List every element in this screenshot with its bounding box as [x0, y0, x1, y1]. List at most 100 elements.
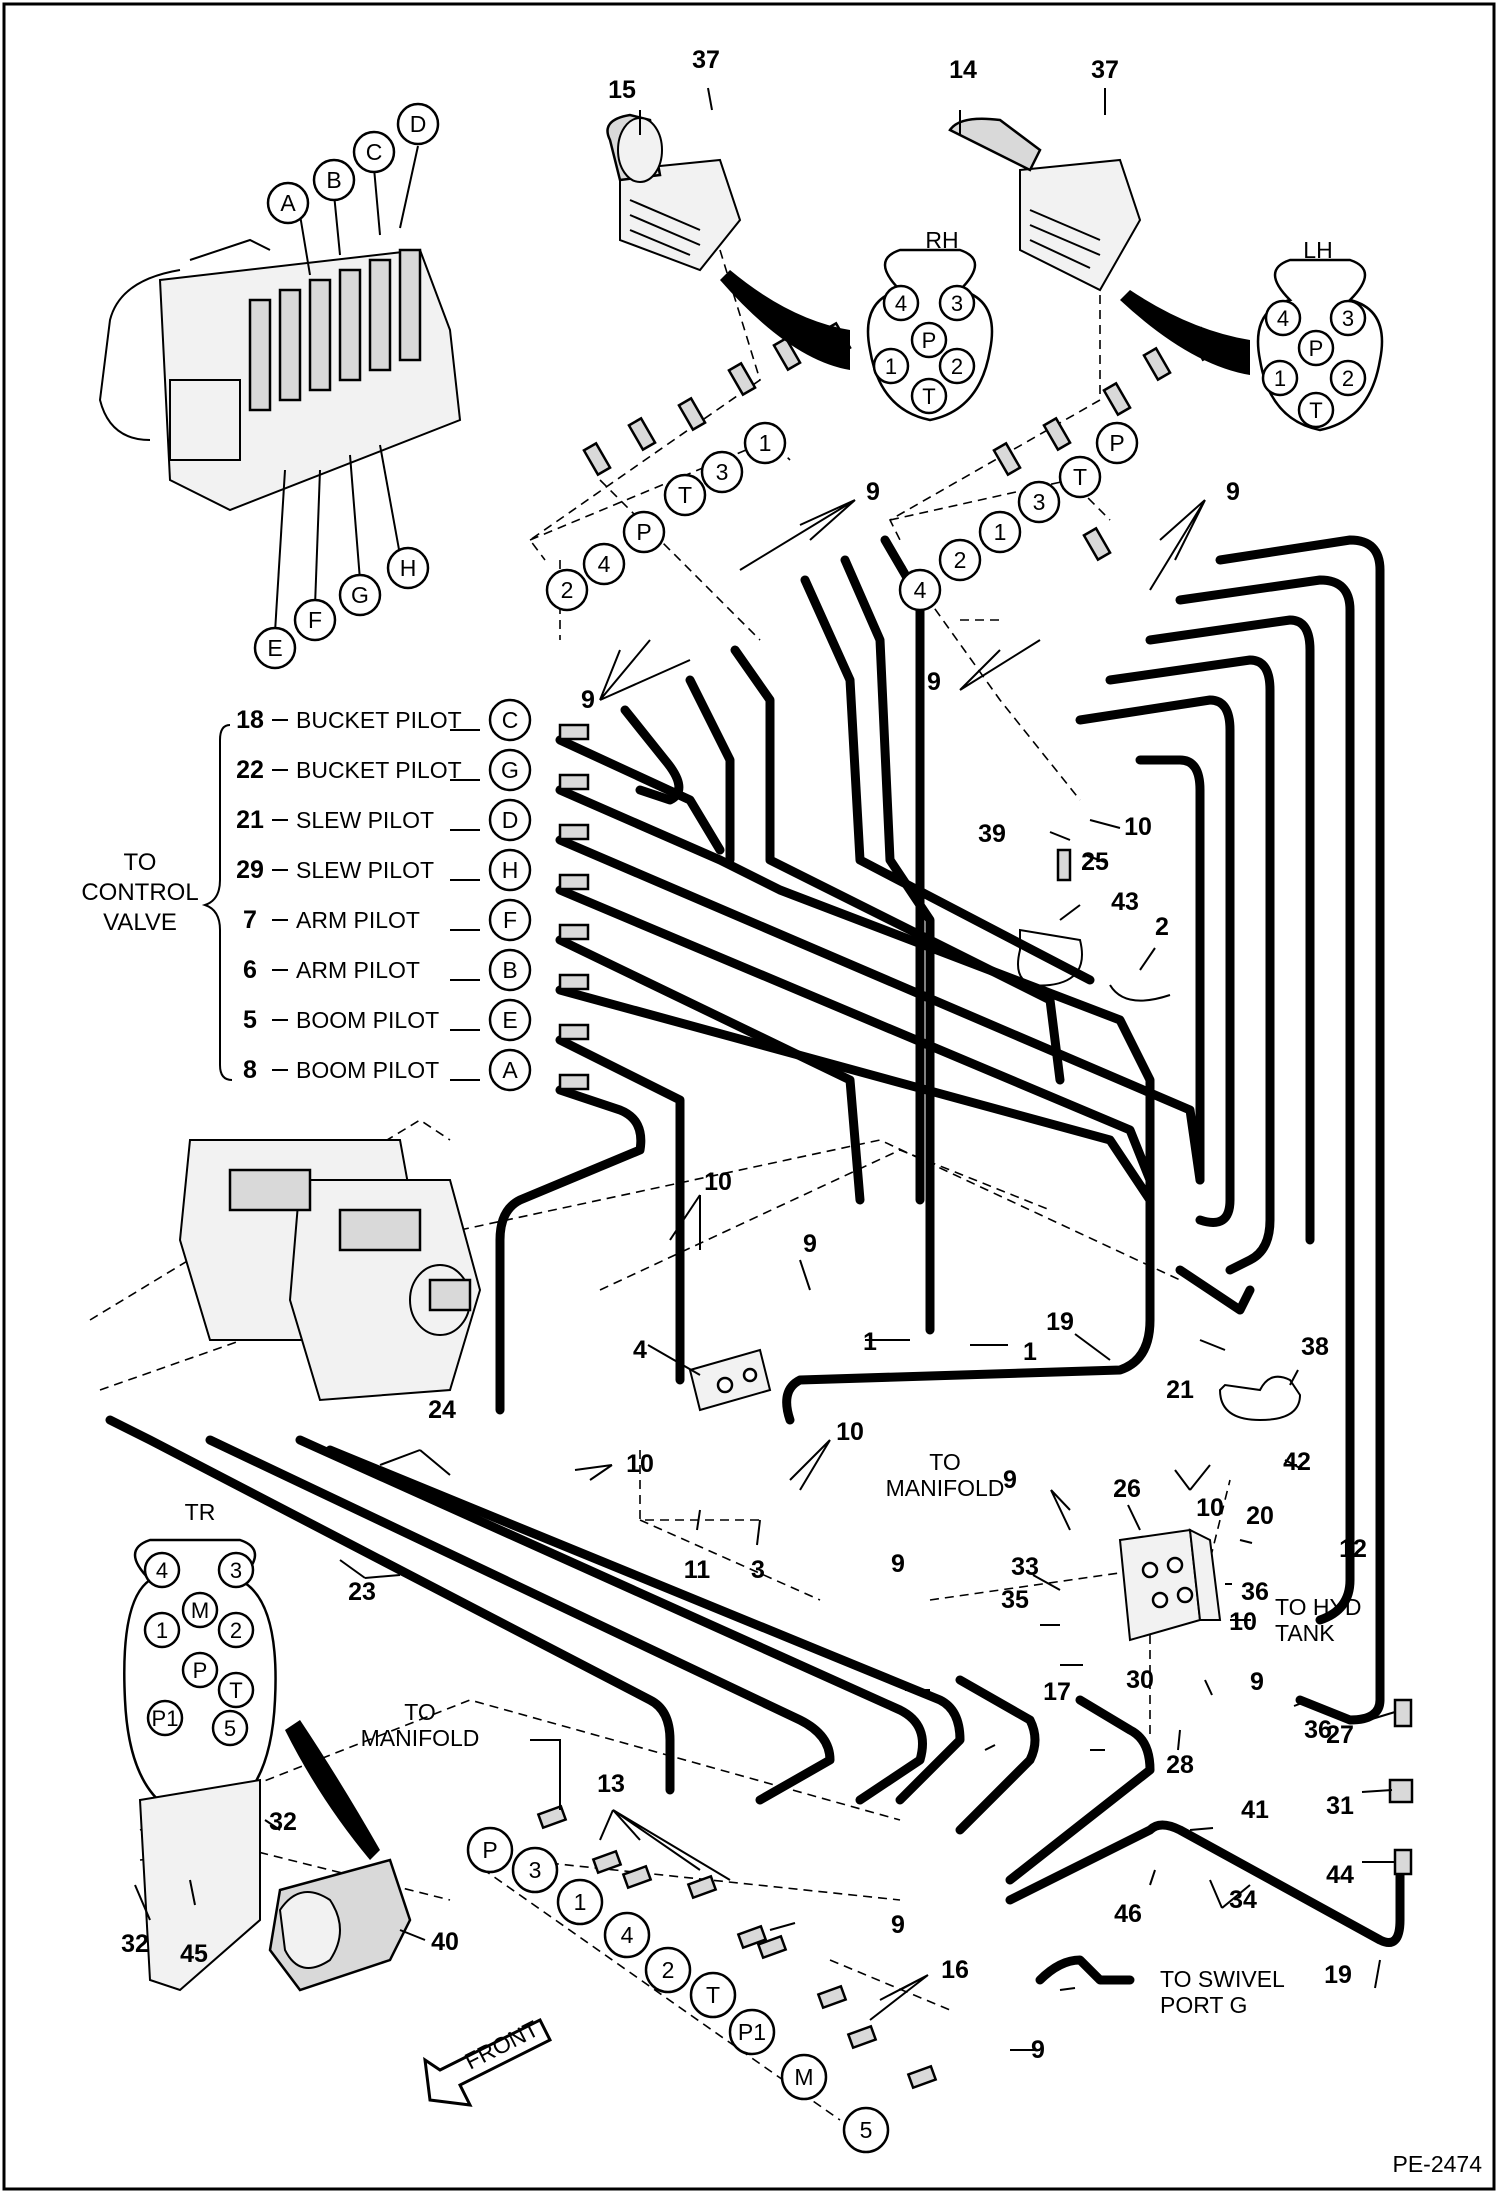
svg-text:2: 2	[561, 577, 574, 603]
clamps	[1017, 848, 1302, 1422]
connector-rh-pin-4: 4	[882, 284, 920, 322]
callout-15: 15	[608, 76, 636, 104]
svg-text:G: G	[501, 757, 519, 783]
leader-lines	[134, 87, 1396, 2051]
svg-text:T: T	[706, 1982, 720, 2008]
callout-13: 13	[597, 1770, 625, 1798]
callout-46: 46	[1114, 1900, 1142, 1928]
svg-text:H: H	[502, 857, 519, 883]
svg-text:4: 4	[895, 291, 907, 316]
manifold-block-26	[1118, 1528, 1222, 1642]
connector-tr-pin-5: 5	[211, 1709, 249, 1747]
connector-lh-pin-3: 3	[1329, 299, 1367, 337]
callout-44: 44	[1326, 1861, 1354, 1889]
svg-text:2: 2	[1342, 366, 1354, 391]
callout-32: 32	[121, 1930, 149, 1958]
lh-port-1: 1	[978, 510, 1022, 554]
connector-tr-pin-3: 3	[217, 1551, 255, 1589]
svg-text:18: 18	[236, 706, 264, 734]
svg-text:SLEW PILOT: SLEW PILOT	[296, 807, 434, 833]
valve-hose-port-e: E	[488, 998, 532, 1042]
callout-10: 10	[704, 1168, 732, 1196]
callout-17: 17	[1043, 1678, 1071, 1706]
rh-joystick	[606, 113, 850, 370]
lh-port-2: 2	[938, 538, 982, 582]
lh-connector-label: LH	[1303, 237, 1332, 263]
valve-port-f: F	[293, 598, 337, 642]
callout-37: 37	[1091, 56, 1119, 84]
valve-port-c: C	[352, 130, 396, 174]
connector-rh-pin-3: 3	[938, 284, 976, 322]
callout-2: 2	[1155, 913, 1169, 941]
svg-text:C: C	[502, 707, 519, 733]
svg-text:E: E	[502, 1007, 517, 1033]
valve-port-d: D	[396, 102, 440, 146]
callout-42: 42	[1283, 1448, 1311, 1476]
tr-port-m: M	[780, 2053, 828, 2101]
svg-text:5: 5	[860, 2117, 873, 2143]
fittings	[536, 321, 1217, 2090]
callout-36: 36	[1304, 1716, 1332, 1744]
svg-text:F: F	[503, 907, 517, 933]
callout-9: 9	[891, 1550, 905, 1578]
connector-lh-pin-p: P	[1297, 329, 1335, 367]
callout-31: 31	[1326, 1792, 1354, 1820]
tr-port-t: T	[689, 1971, 737, 2019]
callout-10: 10	[1229, 1608, 1257, 1636]
callout-20: 20	[1246, 1502, 1274, 1530]
callout-14: 14	[949, 56, 977, 84]
svg-text:BUCKET PILOT: BUCKET PILOT	[296, 707, 462, 733]
svg-text:1: 1	[574, 1889, 587, 1915]
valve-port-e: E	[253, 626, 297, 670]
connector-tr-pin-m: M	[181, 1591, 219, 1629]
callout-9: 9	[581, 686, 595, 714]
svg-text:P: P	[636, 519, 651, 545]
svg-text:T: T	[229, 1678, 242, 1703]
connector-tr-pin-p1: P1	[146, 1699, 184, 1737]
callout-30: 30	[1126, 1666, 1154, 1694]
valve-hose-port-d: D	[488, 798, 532, 842]
callout-10: 10	[626, 1450, 654, 1478]
svg-text:5: 5	[224, 1716, 236, 1741]
svg-text:T: T	[922, 384, 935, 409]
svg-text:2: 2	[954, 547, 967, 573]
callout-11: 11	[684, 1556, 711, 1584]
callout-33: 33	[1011, 1553, 1039, 1581]
callout-10: 10	[1124, 813, 1152, 841]
svg-text:P1: P1	[738, 2019, 766, 2045]
svg-text:B: B	[326, 167, 341, 193]
callout-36: 36	[1241, 1578, 1269, 1606]
svg-text:E: E	[267, 635, 282, 661]
callout-1: 1	[863, 1328, 877, 1356]
svg-text:P: P	[1309, 336, 1324, 361]
svg-text:ARM PILOT: ARM PILOT	[296, 907, 420, 933]
svg-text:P: P	[193, 1658, 208, 1683]
hoses	[105, 535, 1405, 1985]
svg-text:G: G	[351, 582, 369, 608]
callout-16: 16	[941, 1956, 969, 1984]
lh-port-p: P	[1095, 421, 1139, 465]
connector-rh-pin-2: 2	[938, 347, 976, 385]
svg-text:B: B	[502, 957, 517, 983]
valve-hose-port-f: F	[488, 898, 532, 942]
valve-hose-port-h: H	[488, 848, 532, 892]
svg-text:P1: P1	[152, 1706, 179, 1731]
right-fittings	[1388, 1698, 1414, 1876]
svg-text:29: 29	[236, 856, 264, 884]
svg-text:D: D	[502, 807, 519, 833]
callout-26: 26	[1113, 1475, 1141, 1503]
svg-text:P: P	[482, 1837, 497, 1863]
valve-hose-port-g: G	[488, 748, 532, 792]
callout-28: 28	[1166, 1751, 1194, 1779]
svg-text:A: A	[502, 1057, 518, 1083]
svg-text:D: D	[410, 111, 427, 137]
lh-joystick	[948, 117, 1250, 375]
